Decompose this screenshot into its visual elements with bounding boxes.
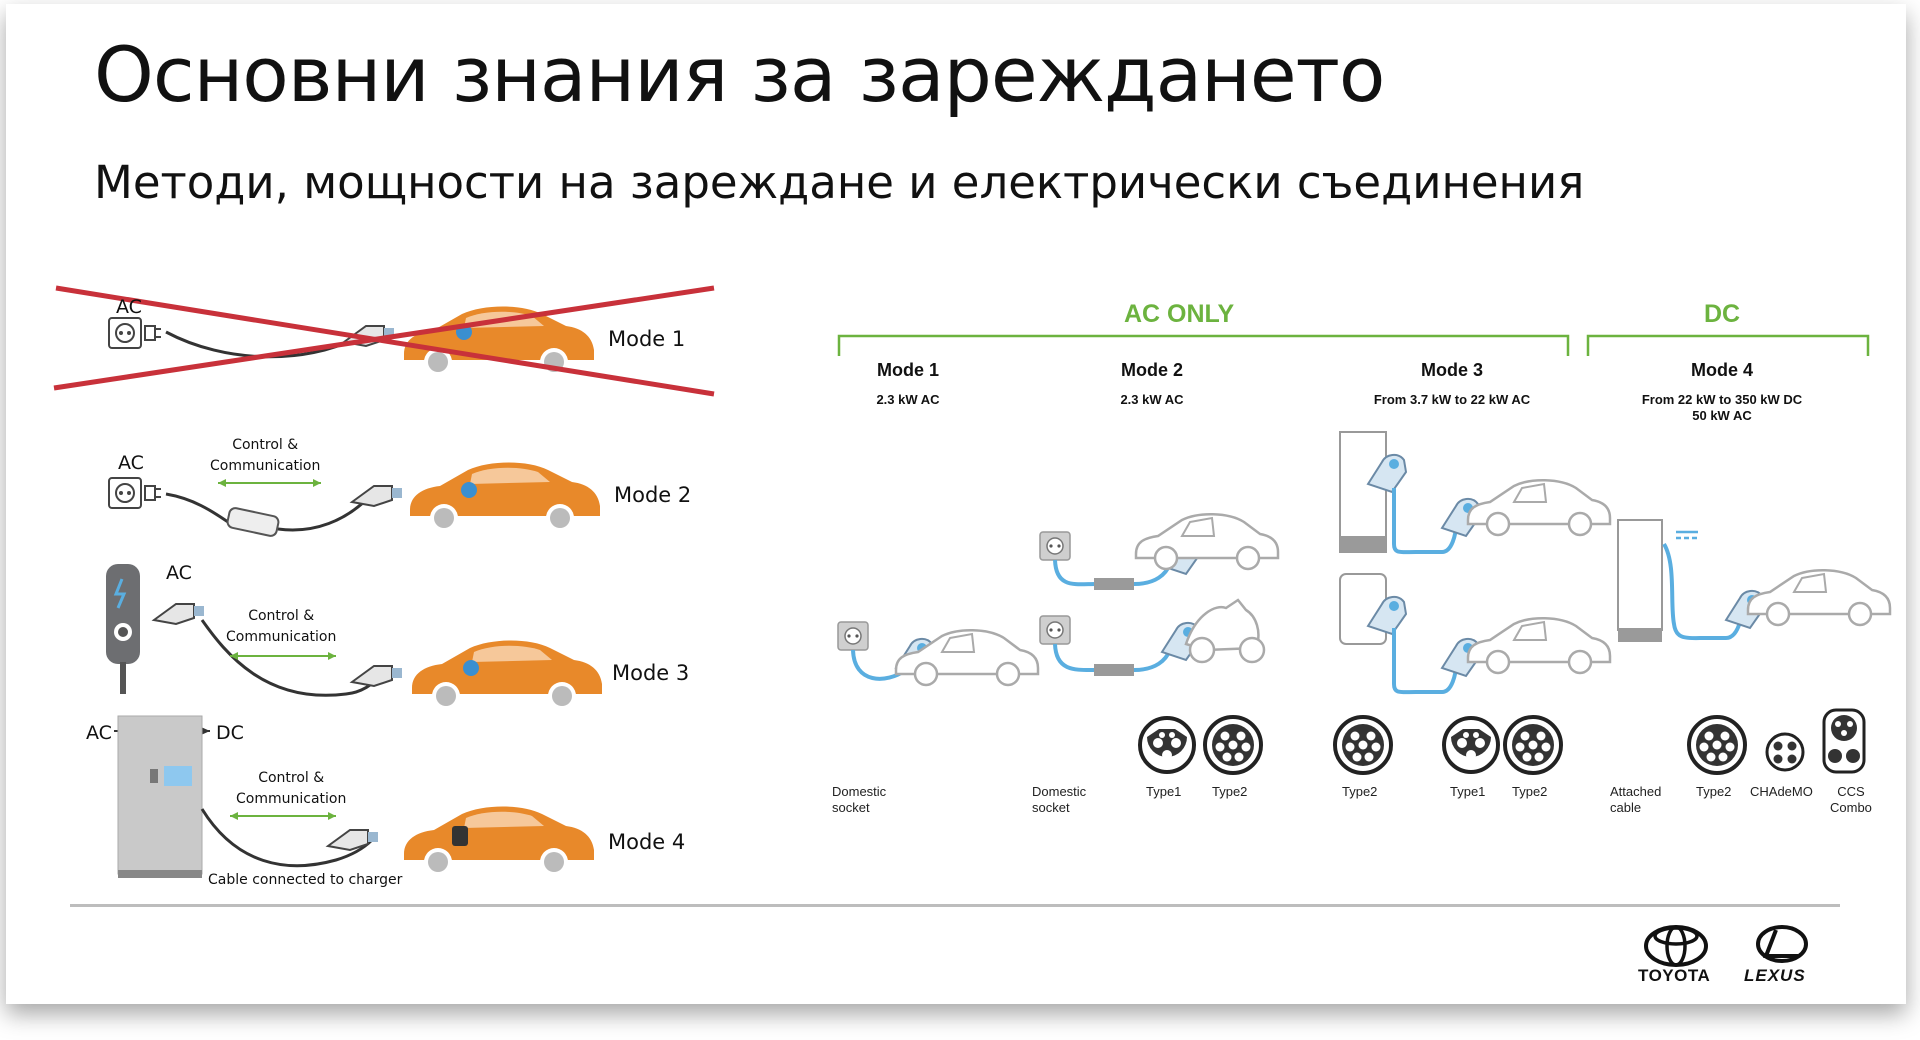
mode2-header: Mode 2 — [1120, 360, 1183, 380]
mode1-label: Mode 1 — [608, 327, 686, 351]
connector-label: Attached cable — [1610, 784, 1662, 815]
connector-label: Domestic socket — [1032, 784, 1087, 815]
mode4-dc-label: DC — [216, 722, 244, 744]
mode3-power: From 3.7 kW to 22 kW AC — [1373, 392, 1531, 407]
slide: Основни знания за зареждането Методи, мо… — [6, 4, 1906, 1004]
connector-label: Type1 — [1146, 784, 1182, 799]
chademo-connector-icon — [1765, 732, 1805, 772]
mode3-label: Mode 3 — [612, 661, 690, 685]
mode3-header: Mode 3 — [1420, 360, 1483, 380]
mode4-power: From 22 kW to 350 kW DC 50 kW AC — [1641, 392, 1803, 423]
connector-label: CCS Combo — [1830, 784, 1872, 815]
page-subtitle: Методи, мощности на зареждане и електрич… — [94, 156, 1585, 209]
connector-label: Domestic socket — [832, 784, 887, 815]
mode3-ac-label: AC — [166, 562, 192, 584]
lexus-brand: LEXUS — [1744, 966, 1806, 985]
toyota-logo-icon — [1644, 925, 1708, 967]
connector-label: CHAdeMO — [1750, 784, 1813, 799]
mode1-power: 2.3 kW AC — [876, 392, 940, 407]
group-label-ac-only: AC ONLY — [1124, 300, 1235, 328]
connector-icons — [1138, 708, 1866, 775]
ccs-combo-connector-icon — [1822, 708, 1866, 774]
connector-label: Type2 — [1212, 784, 1248, 799]
toyota-brand: TOYOTA — [1638, 966, 1711, 985]
connector-label: Type2 — [1512, 784, 1548, 799]
mode2-control-label: Control & Communication — [210, 437, 321, 474]
mode2-ac-label: AC — [118, 452, 144, 474]
mode1-header: Mode 1 — [876, 360, 939, 380]
connector-label: Type1 — [1450, 784, 1486, 799]
lexus-logo-icon — [1756, 925, 1808, 963]
mode2-label: Mode 2 — [614, 483, 692, 507]
mode4-control-label: Control & Communication — [236, 770, 347, 807]
mode1-ac-label: AC — [116, 296, 142, 318]
mode4-ac-label: AC — [86, 722, 112, 744]
group-label-dc: DC — [1704, 300, 1741, 328]
brand-logos — [1644, 925, 1808, 967]
footer-divider — [70, 904, 1840, 907]
mode3-control-label: Control & Communication — [226, 608, 337, 645]
mode4-label: Mode 4 — [608, 830, 686, 854]
mode4-header: Mode 4 — [1690, 360, 1753, 380]
mode2-power: 2.3 kW AC — [1120, 392, 1184, 407]
connector-label: Type2 — [1696, 784, 1732, 799]
charging-modes-illustration — [53, 285, 1892, 878]
mode4-cable-label: Cable connected to charger — [208, 872, 403, 888]
connector-label: Type2 — [1342, 784, 1378, 799]
page-title: Основни знания за зареждането — [94, 30, 1385, 119]
